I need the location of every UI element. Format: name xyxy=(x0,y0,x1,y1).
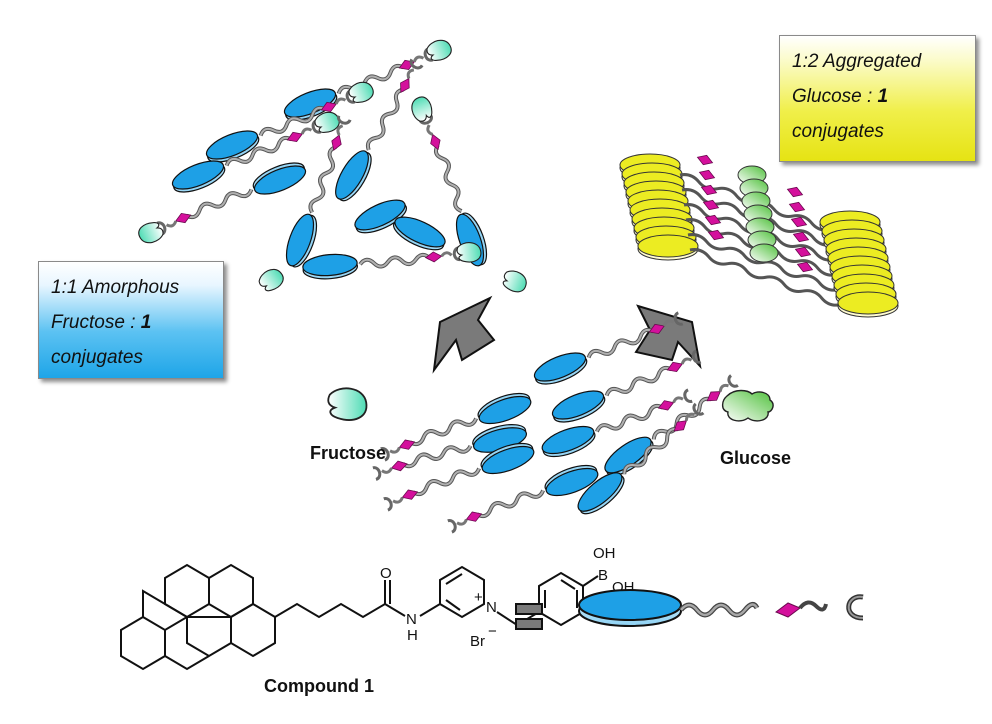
compound-number: 1 xyxy=(877,86,889,107)
compound-1-atoms: O N H N + Br − B OH OH xyxy=(380,545,635,650)
compound-1-structure xyxy=(120,563,599,671)
glucose-icon xyxy=(721,389,774,422)
glucose-bridge-stack xyxy=(737,165,779,263)
atom-pyridinium-n: N xyxy=(486,599,497,616)
label-text: Glucose : xyxy=(792,86,878,107)
conjugate-molecule xyxy=(203,79,378,168)
atom-bromide: Br xyxy=(470,633,485,650)
atom-boron: B xyxy=(598,567,608,584)
charge-minus: − xyxy=(488,623,497,640)
fructose-amorphous-network xyxy=(135,37,530,296)
label-line: Fructose : 1 xyxy=(51,305,223,340)
fructose-icon xyxy=(327,387,368,421)
hydroxyl-group: OH xyxy=(593,545,616,562)
fructose-label: Fructose xyxy=(310,443,387,463)
glucose-complex-label: 1:2 Aggregated Glucose : 1 conjugates xyxy=(779,35,976,162)
label-text: Fructose : xyxy=(51,312,141,333)
conjugate-molecule xyxy=(389,210,450,257)
arrow-to-fructose-complex xyxy=(432,295,496,374)
equivalence-sign xyxy=(515,603,543,630)
compound-number: 1 xyxy=(140,312,152,333)
fructose-icon xyxy=(499,267,530,296)
charge-plus: + xyxy=(474,589,483,606)
label-line: conjugates xyxy=(51,347,143,368)
glucose-label: Glucose xyxy=(720,448,792,468)
label-line: Glucose : 1 xyxy=(792,79,975,114)
atom-amide-n: N xyxy=(406,611,417,628)
label-line: 1:2 Aggregated xyxy=(792,51,922,72)
compound-1-cartoon xyxy=(578,589,864,627)
label-line: conjugates xyxy=(792,121,884,142)
compound-label: Compound 1 xyxy=(264,676,374,696)
atom-oxygen: O xyxy=(380,565,392,582)
arrow-to-glucose-complex xyxy=(634,304,702,370)
glucose-aggregated-stack xyxy=(619,152,899,318)
conjugate-molecule xyxy=(302,241,482,280)
fructose-complex-label: 1:1 Amorphous Fructose : 1 conjugates xyxy=(38,261,224,379)
fructose-icon xyxy=(255,264,288,296)
atom-amide-h: H xyxy=(407,627,418,644)
label-line: 1:1 Amorphous xyxy=(51,277,180,298)
